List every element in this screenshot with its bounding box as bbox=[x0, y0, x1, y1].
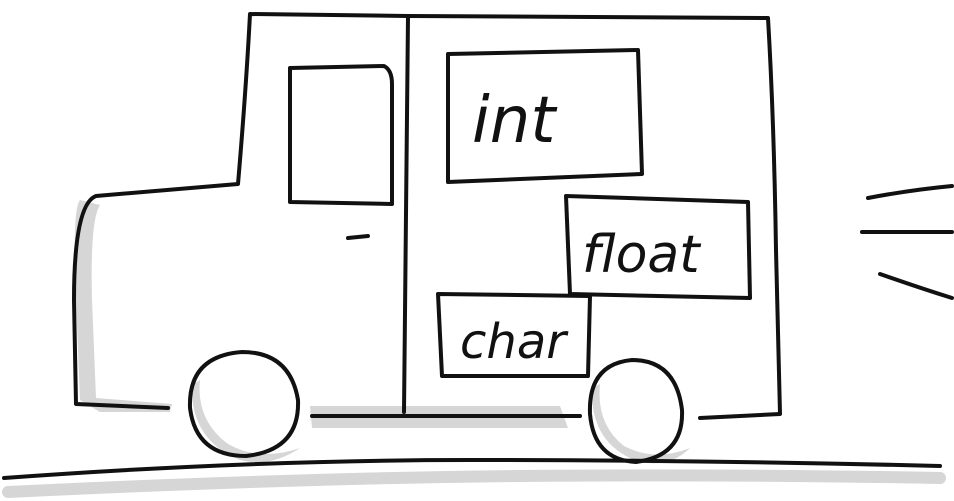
speed-line-3 bbox=[880, 274, 952, 298]
truck-cabin-outline bbox=[74, 14, 408, 408]
truck-shadow bbox=[75, 200, 172, 412]
cargo-box-int-label: int bbox=[472, 84, 558, 158]
cargo-box-float-label: float bbox=[582, 225, 701, 285]
wheel-front-shadow bbox=[192, 380, 300, 462]
cargo-divider bbox=[404, 16, 408, 412]
cabin-window bbox=[290, 66, 392, 204]
front-wheel bbox=[190, 352, 298, 456]
door-handle bbox=[348, 236, 368, 238]
rear-wheel bbox=[590, 360, 682, 462]
ground-shadow bbox=[8, 475, 940, 492]
cargo-box-char-label: char bbox=[460, 314, 569, 370]
speed-line-1 bbox=[868, 186, 952, 198]
